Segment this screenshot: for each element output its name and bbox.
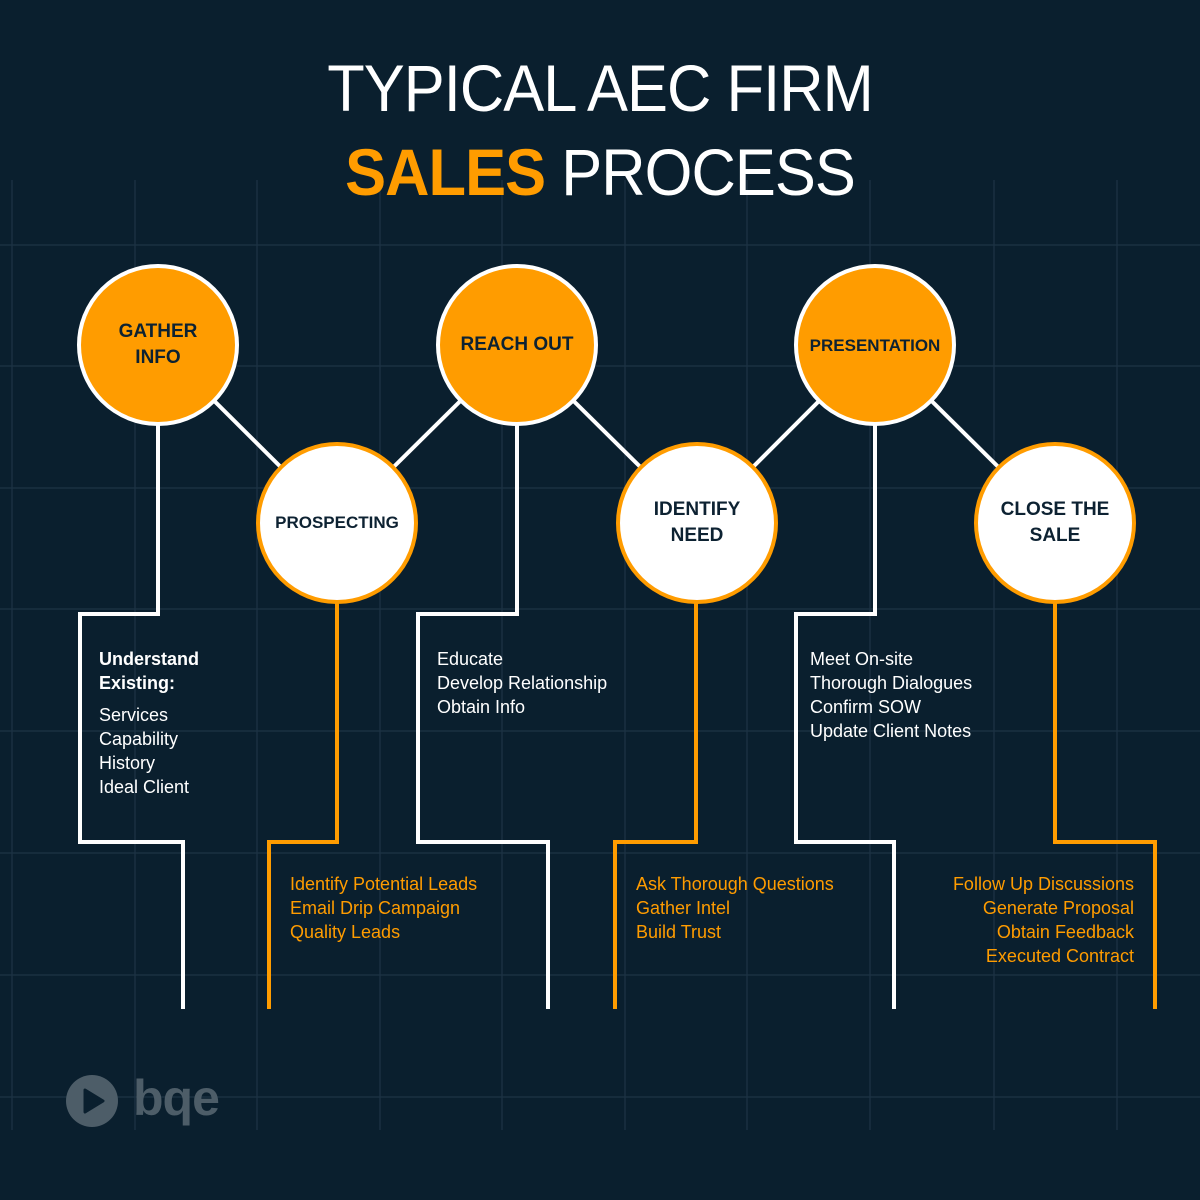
step-node-prospecting [256,442,418,604]
description-path-identify-need [613,602,698,1009]
bqe-logo: bqe [65,1070,220,1130]
description-item: Ask Thorough Questions [636,874,834,894]
step-node-presentation [794,264,956,426]
description-item: Obtain Info [437,697,526,717]
node-label-line: REACH OUT [460,334,574,355]
description-item: Capability [99,729,179,749]
description-item: Services [99,705,169,725]
node-label-line: PRESENTATION [809,336,941,355]
node-label-line: INFO [135,347,181,368]
description-presentation: Meet On-site Thorough Dialogues Confirm … [810,647,972,743]
description-identify-need: Ask Thorough Questions Gather Intel Buil… [636,872,834,944]
logo-text: bqe [133,1070,220,1126]
node-label-gather-info: GATHER INFO [83,319,233,371]
description-close-the-sale: Follow Up Discussions Generate Proposal … [953,872,1134,968]
node-label-line: IDENTIFY [653,499,741,520]
step-node-gather-info [77,264,239,426]
description-item: Email Drip Campaign [290,898,461,918]
description-item: Meet On-site [810,649,914,669]
description-prospecting: Identify Potential Leads Email Drip Camp… [290,872,477,944]
node-label-presentation: PRESENTATION [800,333,950,359]
description-item: Ideal Client [99,777,190,797]
description-heading-line: Understand [99,649,200,669]
description-path-reach-out [416,424,550,1009]
description-path-close-the-sale [1053,602,1157,1009]
title-line-2: SALES PROCESS [42,134,1158,210]
description-item: Develop Relationship [437,673,608,693]
title-accent-word: SALES [345,135,546,209]
node-label-line: SALE [1029,525,1081,546]
node-label-reach-out: REACH OUT [442,332,592,358]
description-paths [78,424,1157,1009]
description-path-gather-info [78,424,185,1009]
description-item: Educate [437,649,504,669]
description-item: Confirm SOW [810,697,922,717]
description-heading: Understand Existing: [99,647,199,695]
step-node-reach-out [436,264,598,426]
node-label-close-the-sale: CLOSE THE SALE [980,497,1130,549]
node-label-line: NEED [670,525,724,546]
step-node-close-the-sale [974,442,1136,604]
title-line-1: TYPICAL AEC FIRM [327,51,874,125]
description-item: Thorough Dialogues [810,673,973,693]
node-label-identify-need: IDENTIFY NEED [622,497,772,549]
description-path-prospecting [267,602,339,1009]
description-gather-info: Understand Existing: Services Capability… [99,647,199,799]
description-item: Follow Up Discussions [952,874,1134,894]
node-label-prospecting: PROSPECTING [262,510,412,536]
description-item: Obtain Feedback [996,922,1134,942]
description-path-presentation [794,424,896,1009]
description-item: Identify Potential Leads [290,874,478,894]
step-node-identify-need [616,442,778,604]
description-heading-line: Existing: [99,673,176,693]
title-rest: PROCESS [545,135,856,209]
description-item: Quality Leads [290,922,401,942]
node-label-line: GATHER [118,321,198,342]
node-label-line: CLOSE THE [1000,499,1110,520]
description-item: Gather Intel [636,898,731,918]
description-item: Executed Contract [985,946,1134,966]
description-item: History [99,753,156,773]
description-item: Update Client Notes [810,721,972,741]
play-circle-icon [66,1075,118,1127]
node-label-line: PROSPECTING [275,513,399,532]
step-nodes [77,264,1136,604]
description-item: Generate Proposal [982,898,1134,918]
description-reach-out: Educate Develop Relationship Obtain Info [437,647,607,719]
description-item: Build Trust [636,922,722,942]
